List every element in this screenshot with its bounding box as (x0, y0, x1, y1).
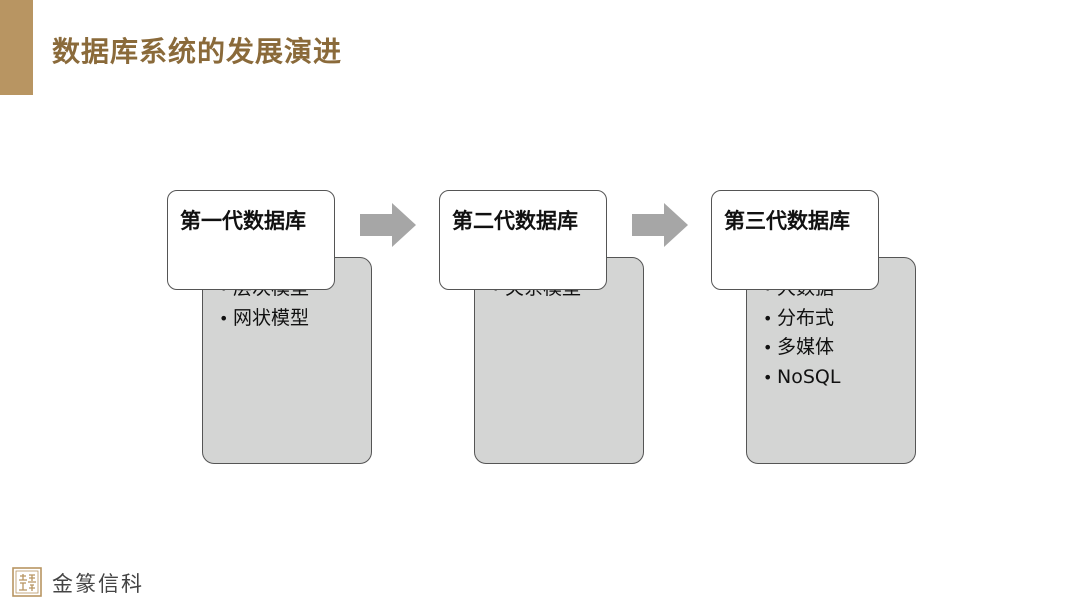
footer-company-name: 金篆信科 (52, 572, 144, 596)
stage-header-box: 第一代数据库 (167, 190, 335, 290)
list-item-label: NoSQL (777, 365, 841, 388)
stage-content-box: •大数据 •分布式 •多媒体 •NoSQL (746, 257, 916, 464)
stage-header-label: 第三代数据库 (724, 209, 850, 233)
bullet-icon: • (763, 338, 773, 357)
stage-third-generation: •大数据 •分布式 •多媒体 •NoSQL 第三代数据库 (711, 190, 971, 470)
list-item: •网状模型 (219, 304, 371, 334)
list-item-label: 多媒体 (777, 336, 835, 358)
right-arrow-icon (360, 203, 416, 247)
stage-header-box: 第三代数据库 (711, 190, 879, 290)
stage-second-generation: •关系模型 第二代数据库 (439, 190, 699, 470)
bullet-icon: • (763, 367, 773, 387)
right-arrow-icon (632, 203, 688, 247)
title-accent-bar (0, 0, 33, 95)
list-item-label: 网状模型 (233, 306, 310, 329)
stage-header-label: 第二代数据库 (452, 209, 578, 233)
stage-header-label: 第一代数据库 (180, 209, 306, 233)
stage-content-box: •关系模型 (474, 257, 644, 464)
list-item: •NoSQL (763, 363, 915, 393)
seal-logo-icon (12, 567, 42, 597)
list-item: •多媒体 (763, 333, 915, 363)
list-item: •分布式 (763, 304, 915, 334)
bullet-icon: • (763, 308, 773, 328)
bullet-icon: • (219, 308, 229, 328)
stage-header-box: 第二代数据库 (439, 190, 607, 290)
page-title: 数据库系统的发展演进 (52, 35, 343, 68)
stage-first-generation: •层次模型 •网状模型 第一代数据库 (167, 190, 427, 470)
list-item-label: 分布式 (777, 306, 835, 329)
